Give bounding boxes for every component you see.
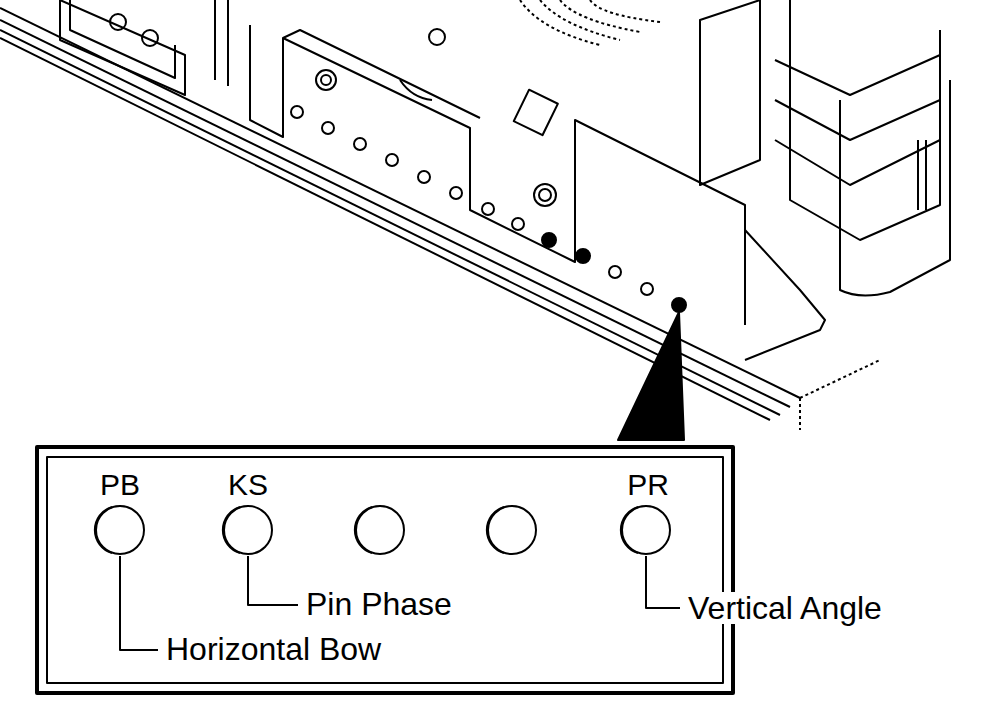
leader-line (646, 556, 680, 608)
inset-frame (47, 457, 723, 683)
circuit-board-plate (250, 25, 745, 325)
adjustment-name: Vertical Angle (686, 592, 884, 624)
clip (514, 90, 558, 135)
coil (917, 140, 919, 210)
circuit-board-plate (283, 30, 480, 118)
adjustment-code: PB (98, 470, 142, 500)
mount-hole (321, 75, 331, 85)
mount-hole (400, 80, 432, 100)
connector-block (60, 0, 185, 95)
leader-line (248, 556, 298, 605)
chassis-edge (800, 360, 880, 430)
connector-pin (110, 14, 126, 30)
panel-edge (227, 0, 229, 86)
connector-pin (142, 30, 158, 46)
inset-frame (37, 447, 733, 693)
leader-line (120, 556, 158, 650)
adjustment-pot (95, 506, 670, 554)
adjustment-holes (291, 106, 653, 295)
callout-pointer (618, 312, 684, 440)
coil (925, 140, 927, 210)
adjustment-name: Horizontal Bow (164, 633, 383, 665)
adjustment-name: Pin Phase (304, 588, 454, 620)
bracket (745, 230, 825, 360)
transformer (775, 55, 940, 185)
panel-edge (214, 0, 216, 80)
wire-bundle (520, 0, 660, 45)
mount-hole (429, 29, 445, 45)
component-block (700, 0, 760, 185)
adjustment-code: KS (226, 470, 270, 500)
connector-block (70, 0, 175, 78)
highlighted-holes (542, 233, 686, 312)
mount-hole (316, 70, 336, 90)
adjustment-code: PR (625, 470, 671, 500)
coil (840, 80, 950, 296)
